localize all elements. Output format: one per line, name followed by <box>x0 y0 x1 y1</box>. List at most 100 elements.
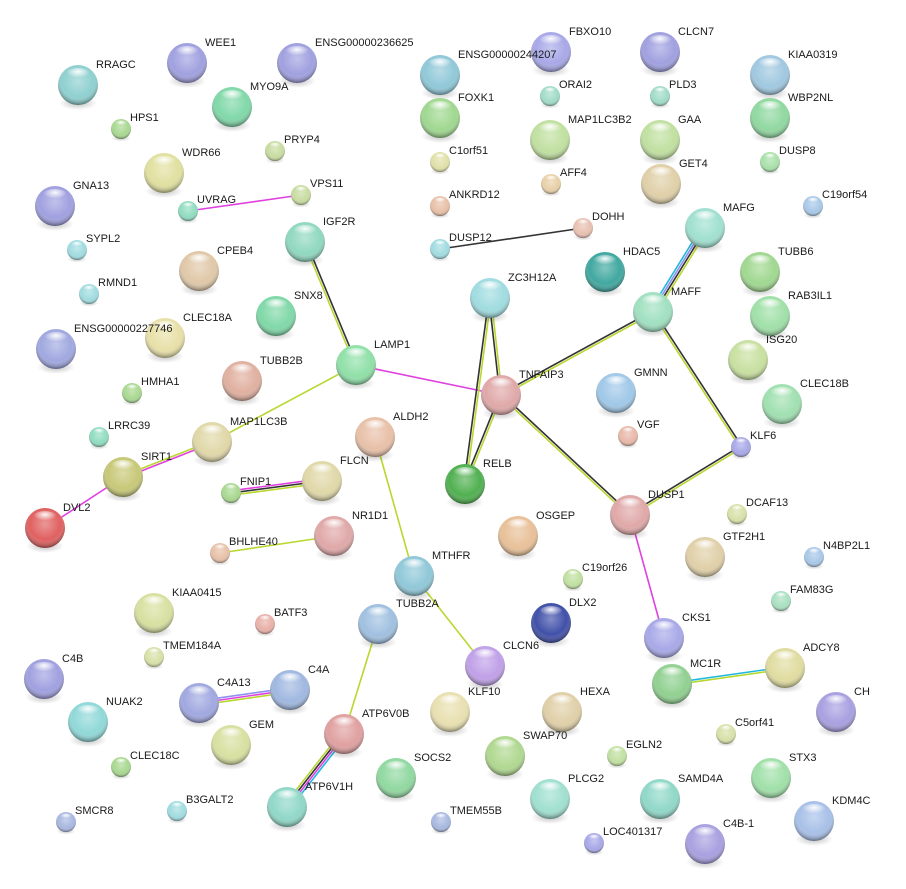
node-myo9a[interactable] <box>212 87 252 132</box>
node-relb[interactable] <box>445 464 485 509</box>
node-swap70[interactable] <box>485 736 525 781</box>
edge-dusp12-dohh[interactable] <box>439 227 584 250</box>
node-adcy8[interactable] <box>765 648 805 693</box>
node-gem[interactable] <box>211 725 251 770</box>
node-wbp2nl[interactable] <box>750 98 790 143</box>
node-nr1d1[interactable] <box>314 516 354 561</box>
node-egln2[interactable] <box>607 746 627 769</box>
node-maff[interactable] <box>633 292 673 337</box>
node-foxk1[interactable] <box>420 98 460 143</box>
node-tubb6[interactable] <box>740 252 780 297</box>
node-kiaa0415[interactable] <box>134 593 174 638</box>
node-b3galt2[interactable] <box>167 801 187 824</box>
node-cpeb4[interactable] <box>179 251 219 296</box>
node-mthfr[interactable] <box>394 556 434 601</box>
node-vps11[interactable] <box>291 185 311 208</box>
node-zc3h12a[interactable] <box>470 278 510 323</box>
node-clec18a[interactable] <box>145 318 185 363</box>
node-map1lc3b2[interactable] <box>530 120 570 165</box>
node-cks1[interactable] <box>644 618 684 663</box>
node-dlx2[interactable] <box>531 603 571 648</box>
node-c4a[interactable] <box>270 670 310 715</box>
node-tubb2a[interactable] <box>358 604 398 649</box>
node-igf2r[interactable] <box>285 222 325 267</box>
node-socs2[interactable] <box>376 758 416 803</box>
node-lrrc39[interactable] <box>89 427 109 450</box>
node-ensg00000236625[interactable] <box>277 43 317 88</box>
edge-zc3h12a-relb[interactable] <box>463 297 492 485</box>
node-uvrag[interactable] <box>178 201 198 224</box>
node-bhlhe40[interactable] <box>210 543 230 566</box>
node-map1lc3b[interactable] <box>192 422 232 467</box>
node-wdr66[interactable] <box>144 153 184 198</box>
node-fnip1[interactable] <box>221 483 241 506</box>
node-ch[interactable] <box>816 692 856 737</box>
node-lamp1[interactable] <box>336 345 376 390</box>
node-n4bp2l1[interactable] <box>804 547 824 570</box>
node-gaa[interactable] <box>640 120 680 165</box>
node-hdac5[interactable] <box>585 252 625 297</box>
node-gna13[interactable] <box>35 186 75 231</box>
node-atp6v1h[interactable] <box>267 787 307 832</box>
node-klf6[interactable] <box>731 437 751 460</box>
node-clec18b[interactable] <box>762 384 802 429</box>
node-kiaa0319[interactable] <box>750 55 790 100</box>
node-c1orf51[interactable] <box>430 152 450 175</box>
edge-klf6-dusp1[interactable] <box>629 445 742 517</box>
node-kdm4c[interactable] <box>794 801 834 846</box>
node-batf3[interactable] <box>255 614 275 637</box>
node-hexa[interactable] <box>542 692 582 737</box>
node-tmem55b[interactable] <box>431 812 451 835</box>
node-hps1[interactable] <box>111 119 131 142</box>
node-fam83g[interactable] <box>771 591 791 614</box>
node-nuak2[interactable] <box>68 702 108 747</box>
node-rragc[interactable] <box>58 65 98 110</box>
node-isg20[interactable] <box>728 340 768 385</box>
node-sypl2[interactable] <box>67 240 87 263</box>
edge-lamp1-map1lc3b[interactable] <box>211 364 357 443</box>
node-ankrd12[interactable] <box>430 196 450 219</box>
node-flcn[interactable] <box>302 461 342 506</box>
edge-tnfaip3-dusp1[interactable] <box>499 393 632 517</box>
node-smcr8[interactable] <box>56 812 76 835</box>
node-c4b[interactable] <box>24 659 64 704</box>
node-dohh[interactable] <box>573 218 593 241</box>
node-gtf2h1[interactable] <box>685 537 725 582</box>
node-stx3[interactable] <box>751 758 791 803</box>
node-dvl2[interactable] <box>25 508 65 553</box>
node-get4[interactable] <box>641 164 681 209</box>
node-plcg2[interactable] <box>530 779 570 824</box>
node-sirt1[interactable] <box>103 457 143 502</box>
node-atp6v0b[interactable] <box>324 714 364 759</box>
node-aff4[interactable] <box>541 174 561 197</box>
node-dusp12[interactable] <box>430 239 450 262</box>
node-fbxo10[interactable] <box>531 32 571 77</box>
node-clec18c[interactable] <box>111 757 131 780</box>
node-c4b-1[interactable] <box>685 824 725 869</box>
node-ensg00000227746[interactable] <box>36 329 76 374</box>
node-tubb2b[interactable] <box>222 361 262 406</box>
node-c19orf54[interactable] <box>803 196 823 219</box>
node-gmnn[interactable] <box>596 373 636 418</box>
node-orai2[interactable] <box>540 86 560 109</box>
node-c19orf26[interactable] <box>563 569 583 592</box>
node-ensg00000244207[interactable] <box>420 55 460 100</box>
node-klf10[interactable] <box>430 692 470 737</box>
node-pryp4[interactable] <box>265 141 285 164</box>
node-clcn7[interactable] <box>640 32 680 77</box>
node-c5orf41[interactable] <box>716 724 736 747</box>
node-dusp8[interactable] <box>760 152 780 175</box>
node-pld3[interactable] <box>650 86 670 109</box>
node-c4a13[interactable] <box>179 683 219 728</box>
node-tmem184a[interactable] <box>144 647 164 670</box>
node-hmha1[interactable] <box>122 383 142 406</box>
node-tnfaip3[interactable] <box>481 375 521 420</box>
node-samd4a[interactable] <box>640 779 680 824</box>
node-snx8[interactable] <box>256 296 296 341</box>
node-osgep[interactable] <box>498 516 538 561</box>
node-rab3il1[interactable] <box>750 296 790 341</box>
node-rmnd1[interactable] <box>79 284 99 307</box>
node-mafg[interactable] <box>685 208 725 253</box>
node-vgf[interactable] <box>618 426 638 449</box>
node-loc401317[interactable] <box>584 833 604 856</box>
